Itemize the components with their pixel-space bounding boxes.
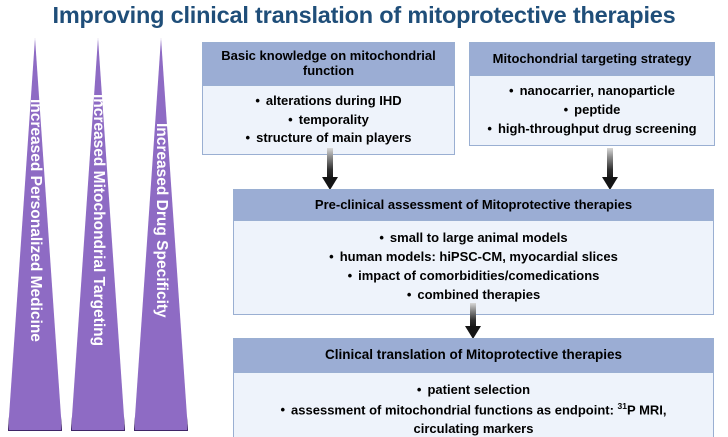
- box-basic-knowledge-header: Basic knowledge on mitochondrial functio…: [203, 43, 454, 86]
- box-basic-knowledge: Basic knowledge on mitochondrial functio…: [202, 42, 455, 156]
- list-item: high-throughput drug screening: [478, 120, 706, 139]
- triangle-personalized-medicine: Increased Personalized Medicine: [8, 38, 62, 431]
- list-item: nanocarrier, nanoparticle: [478, 82, 706, 101]
- arrow-shaft: [327, 148, 333, 177]
- list-item: alterations during IHD: [211, 92, 446, 111]
- arrow-head: [465, 326, 481, 339]
- arrow-preclinical-to-clinical: [465, 303, 481, 339]
- triangle-shape: [134, 38, 188, 431]
- box-targeting-strategy-body: nanocarrier, nanoparticle peptide high-t…: [470, 76, 714, 145]
- triangle-shape: [8, 38, 62, 431]
- box-clinical-translation-body: patient selection assessment of mitochon…: [234, 372, 713, 437]
- arrow-shaft: [470, 303, 476, 326]
- box-clinical-translation-header: Clinical translation of Mitoprotective t…: [234, 339, 713, 373]
- triangle-mitochondrial-targeting: Increased Mitochondrial Targeting: [71, 38, 125, 431]
- box-preclinical-assessment-body: small to large animal models human model…: [234, 221, 713, 314]
- endpoint-superscript: 31: [617, 400, 628, 411]
- list-item: human models: hiPSC-CM, myocardial slice…: [242, 248, 705, 267]
- box-targeting-strategy-header: Mitochondrial targeting strategy: [470, 43, 714, 77]
- box-preclinical-assessment: Pre-clinical assessment of Mitoprotectiv…: [233, 189, 714, 315]
- triangle-drug-specificity: Increased Drug Specificity: [134, 38, 188, 431]
- endpoint-suffix: P MRI,: [627, 402, 667, 418]
- arrow-basic-to-preclinical: [322, 148, 338, 190]
- list-item: impact of comorbidities/comedications: [242, 267, 705, 286]
- arrow-targeting-to-preclinical: [602, 148, 618, 190]
- list-item: peptide: [478, 101, 706, 120]
- list-item: combined therapies: [242, 286, 705, 305]
- triangle-shape: [71, 38, 125, 431]
- arrow-head: [322, 177, 338, 190]
- list-item: patient selection: [242, 381, 705, 400]
- endpoint-line2: circulating markers: [413, 420, 534, 436]
- arrow-shaft: [607, 148, 613, 177]
- endpoint-prefix: assessment of mitochondrial functions as…: [291, 402, 618, 418]
- list-item: temporality: [211, 111, 446, 130]
- list-item: structure of main players: [211, 129, 446, 148]
- page-title: Improving clinical translation of mitopr…: [52, 2, 676, 28]
- list-item-endpoint: assessment of mitochondrial functions as…: [242, 400, 705, 437]
- arrow-head: [602, 177, 618, 190]
- box-basic-knowledge-body: alterations during IHD temporality struc…: [203, 85, 454, 155]
- box-clinical-translation: Clinical translation of Mitoprotective t…: [233, 338, 714, 437]
- box-targeting-strategy: Mitochondrial targeting strategy nanocar…: [469, 42, 715, 146]
- list-item: small to large animal models: [242, 229, 705, 248]
- box-preclinical-assessment-header: Pre-clinical assessment of Mitoprotectiv…: [234, 190, 713, 222]
